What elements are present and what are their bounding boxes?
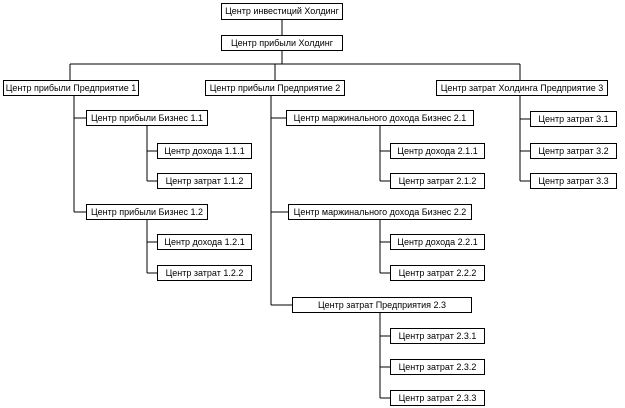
node-c32: Центр затрат 3.2 bbox=[530, 143, 617, 159]
node-e2: Центр прибыли Предприятие 2 bbox=[205, 80, 345, 96]
node-c112: Центр затрат 1.1.2 bbox=[157, 173, 252, 189]
node-c212: Центр затрат 2.1.2 bbox=[390, 173, 485, 189]
node-b12: Центр прибыли Бизнес 1.2 bbox=[86, 204, 208, 220]
node-c231: Центр затрат 2.3.1 bbox=[390, 328, 485, 344]
node-m21: Центр маржинального дохода Бизнес 2.1 bbox=[286, 110, 474, 126]
node-c33: Центр затрат 3.3 bbox=[530, 173, 617, 189]
node-e1: Центр прибыли Предприятие 1 bbox=[3, 80, 139, 96]
node-root: Центр инвестиций Холдинг bbox=[221, 3, 343, 20]
node-c122: Центр затрат 1.2.2 bbox=[157, 265, 252, 281]
node-c222: Центр затрат 2.2.2 bbox=[390, 265, 485, 281]
node-m22: Центр маржинального дохода Бизнес 2.2 bbox=[288, 204, 472, 220]
node-c233: Центр затрат 2.3.3 bbox=[390, 390, 485, 406]
node-e3: Центр затрат Холдинга Предприятие 3 bbox=[436, 80, 608, 96]
node-c232: Центр затрат 2.3.2 bbox=[390, 359, 485, 375]
node-profit: Центр прибыли Холдинг bbox=[221, 35, 343, 51]
node-r111: Центр дохода 1.1.1 bbox=[157, 143, 252, 159]
node-r221: Центр дохода 2.2.1 bbox=[390, 234, 485, 250]
node-r121: Центр дохода 1.2.1 bbox=[157, 234, 252, 250]
node-c23: Центр затрат Предприятия 2.3 bbox=[292, 297, 472, 313]
node-c31: Центр затрат 3.1 bbox=[530, 111, 617, 127]
node-r211: Центр дохода 2.1.1 bbox=[390, 143, 485, 159]
node-b11: Центр прибыли Бизнес 1.1 bbox=[86, 110, 208, 126]
